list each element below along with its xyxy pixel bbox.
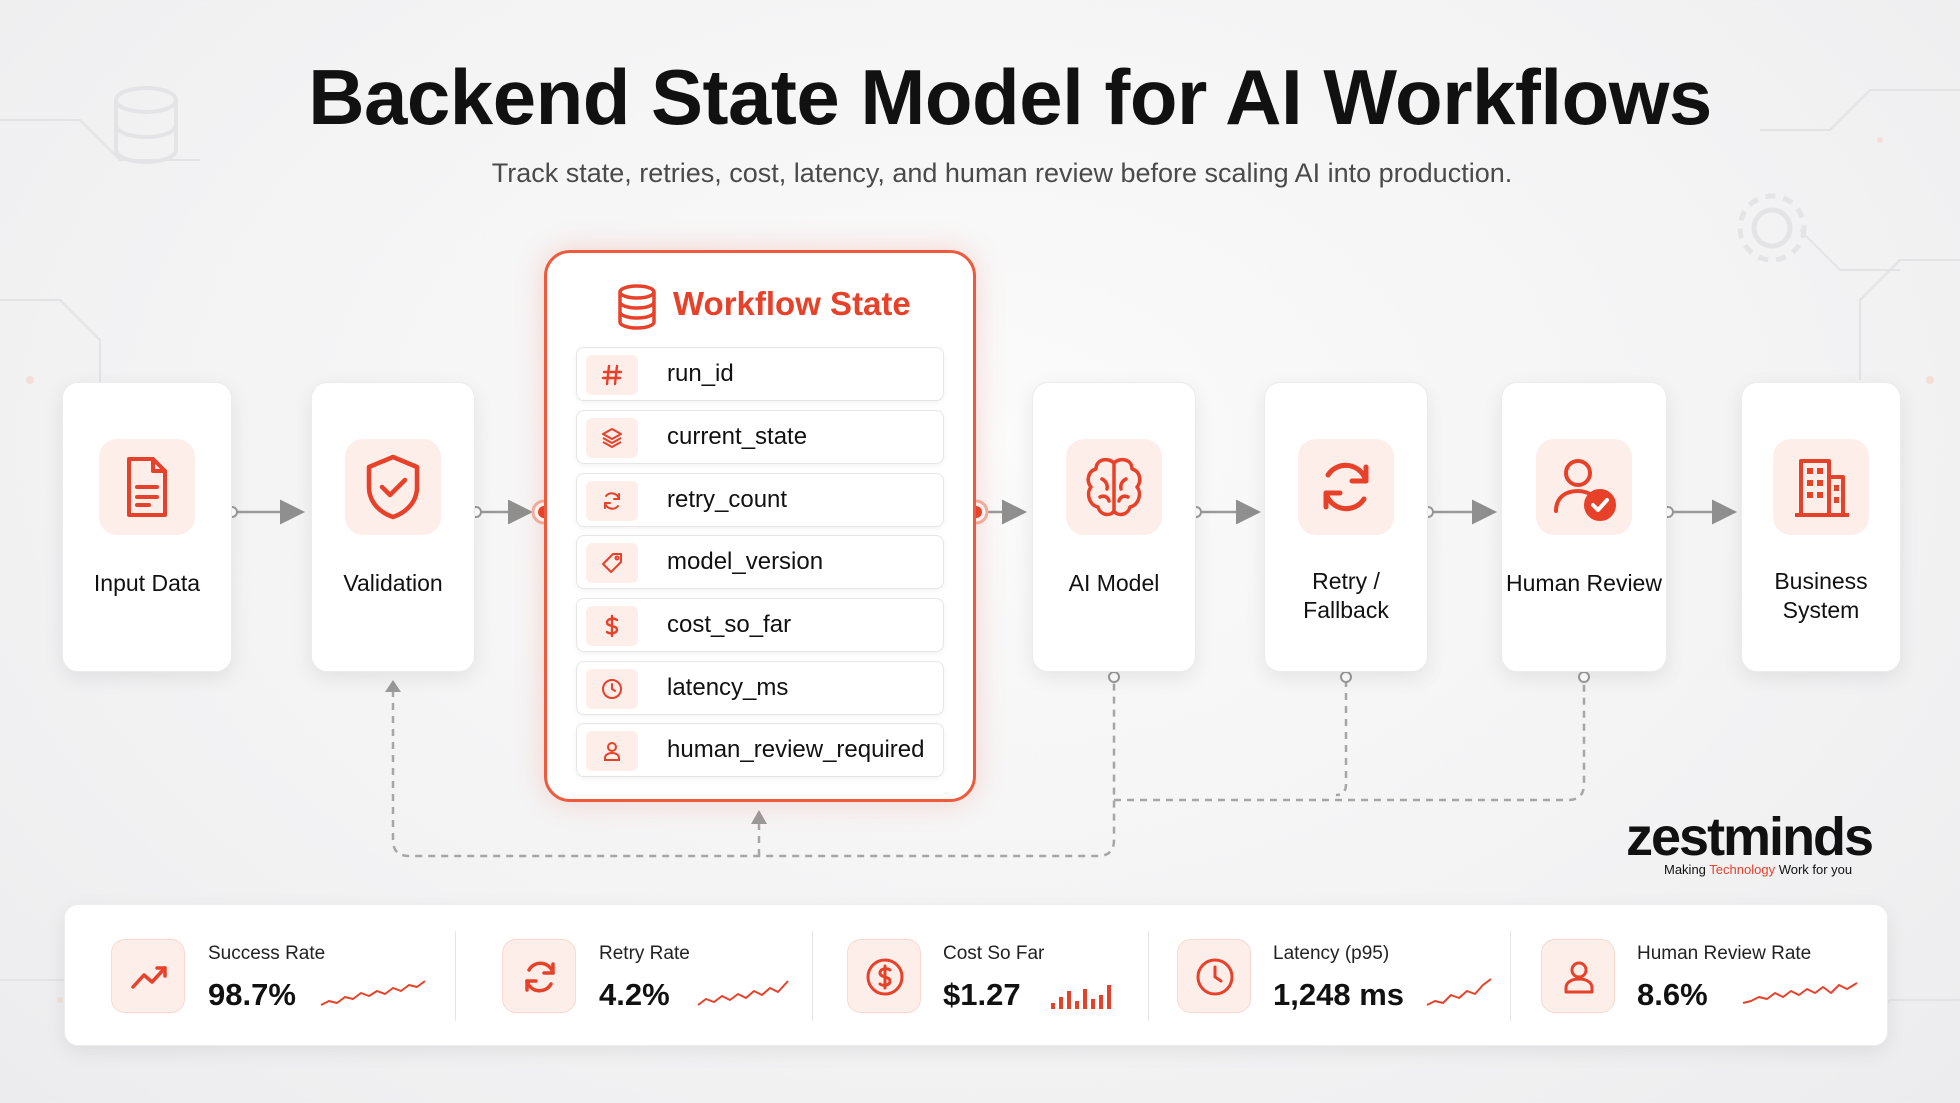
node-business-system[interactable]: Business System [1741,382,1901,672]
database-deco-icon [114,86,178,164]
user-icon [604,742,620,761]
state-field-retry-count[interactable]: retry_count [576,473,944,527]
state-field-label: cost_so_far [667,611,792,638]
workflow-state-title: Workflow State [673,285,911,322]
refresh-icon [604,492,620,510]
metric-label: Success Rate [208,943,326,964]
metric-value: 4.2% [599,977,670,1012]
metric-success-rate[interactable]: Success Rate 98.7% [65,905,455,1047]
metric-label: Human Review Rate [1637,943,1812,964]
metric-retry-rate[interactable]: Retry Rate 4.2% [456,905,812,1047]
refresh-icon [1323,462,1369,512]
metric-divider [455,931,456,1021]
state-field-current-state[interactable]: current_state [576,410,944,464]
state-field-label: run_id [667,360,734,387]
node-label: Retry / Fallback [1303,568,1389,623]
brand-tagline: Making Technology Work for you [1664,862,1853,877]
metric-latency-p95[interactable]: Latency (p95) 1,248 ms [1149,905,1509,1047]
gear-deco-icon [1737,193,1807,263]
metric-value: 8.6% [1637,977,1708,1012]
node-ai-model[interactable]: AI Model [1032,382,1196,672]
sparkline [1742,982,1858,1004]
refresh-icon [525,961,555,993]
dollar-circle-icon [866,958,904,996]
user-icon [1564,961,1594,994]
database-icon [618,284,656,330]
layers-icon [602,428,622,448]
node-label: Input Data [93,570,201,596]
feedback-loop-validation [391,680,1116,858]
metrics-bar: Success Rate 98.7% Retry Rate 4.2% Cost … [64,904,1888,1046]
brain-icon [1086,457,1142,517]
metric-value: 98.7% [208,977,296,1012]
metric-divider [1510,931,1511,1021]
page-title: Backend State Model for AI Workflows [308,53,1712,141]
metric-cost-so-far[interactable]: Cost So Far $1.27 [813,905,1147,1047]
sparkline [320,980,426,1006]
node-label: Validation [343,570,443,596]
node-label: Human Review [1506,570,1662,596]
state-field-label: model_version [667,548,824,575]
node-input-data[interactable]: Input Data [62,382,232,672]
clock-icon [602,679,622,699]
metric-label: Latency (p95) [1273,943,1390,964]
node-human-review[interactable]: Human Review [1501,382,1667,672]
user-check-icon [1554,459,1616,521]
hash-icon [601,364,623,386]
metric-divider [1148,931,1149,1021]
state-field-model-version[interactable]: model_version [576,535,944,589]
trend-up-icon [131,966,167,989]
metric-value: 1,248 ms [1273,977,1404,1012]
sparkline [697,980,789,1006]
metric-human-review-rate[interactable]: Human Review Rate 8.6% [1511,905,1889,1047]
metric-label: Cost So Far [943,943,1045,964]
building-icon [1795,459,1849,517]
metric-divider [812,931,813,1021]
tag-icon [602,553,622,573]
state-field-label: current_state [667,423,808,450]
metric-value: $1.27 [943,977,1021,1012]
state-field-label: retry_count [667,486,788,513]
sparkline-bars [1051,985,1111,1009]
brand-logo: zestminds Making Technology Work for you [1626,806,1886,886]
brand-wordmark: zestminds [1626,807,1874,867]
node-retry-fallback[interactable]: Retry / Fallback [1264,382,1428,672]
document-icon [127,457,167,517]
state-field-human-review-required[interactable]: human_review_required [576,723,944,777]
node-label: AI Model [1068,570,1160,596]
feedback-loop-retry [1335,680,1348,797]
state-field-label: latency_ms [667,674,789,701]
node-label: Business System [1774,568,1868,623]
state-field-label: human_review_required [667,736,925,763]
shield-check-icon [366,454,420,520]
state-field-cost-so-far[interactable]: cost_so_far [576,598,944,652]
node-validation[interactable]: Validation [311,382,475,672]
metric-label: Retry Rate [599,943,690,964]
clock-icon [1196,958,1234,996]
page-subtitle: Track state, retries, cost, latency, and… [491,158,1513,188]
dollar-icon [605,614,619,638]
state-field-latency-ms[interactable]: latency_ms [576,661,944,715]
feedback-loop-review [1114,680,1586,802]
workflow-state-card[interactable]: Workflow State run_id current_state retr… [544,250,976,802]
state-field-run-id[interactable]: run_id [576,347,944,401]
sparkline [1426,978,1492,1006]
